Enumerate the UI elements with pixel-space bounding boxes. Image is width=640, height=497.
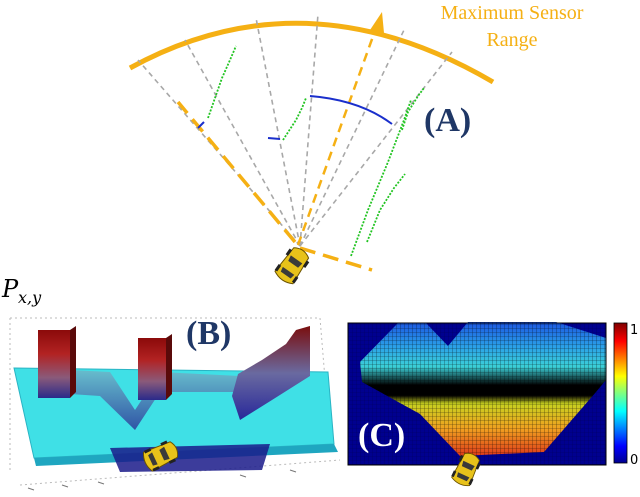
field-of-view-lines — [176, 100, 373, 272]
colorbar-min-label: 0 — [630, 453, 638, 468]
panel-b-label: (B) — [186, 315, 231, 352]
wall-right — [232, 326, 310, 420]
panel-a-label: (A) — [424, 102, 471, 139]
heading-arrow — [296, 12, 384, 246]
colorbar — [613, 322, 628, 464]
panel-c-label: (C) — [358, 417, 405, 454]
sensor-range-arc — [128, 20, 495, 85]
z-axis-label: P — [1, 275, 19, 303]
sensor-range-label-line2: Range — [486, 29, 537, 51]
sensor-range-label-line1: Maximum Sensor — [441, 2, 584, 24]
panel-b-3d-surface: P x,y (B) — [1, 275, 341, 491]
panel-a-sensor-diagram: Maximum Sensor Range (A) — [128, 2, 584, 288]
colorbar-max-label: 1 — [630, 323, 638, 338]
wall-left — [38, 330, 70, 398]
panel-c-heatmap: 1 0 (C) — [347, 322, 638, 489]
z-axis-label-subscript: x,y — [18, 288, 42, 307]
wall-middle — [138, 338, 166, 400]
blue-laser-points — [197, 95, 393, 140]
sensor-rays — [137, 13, 453, 247]
green-laser-points — [207, 45, 425, 257]
